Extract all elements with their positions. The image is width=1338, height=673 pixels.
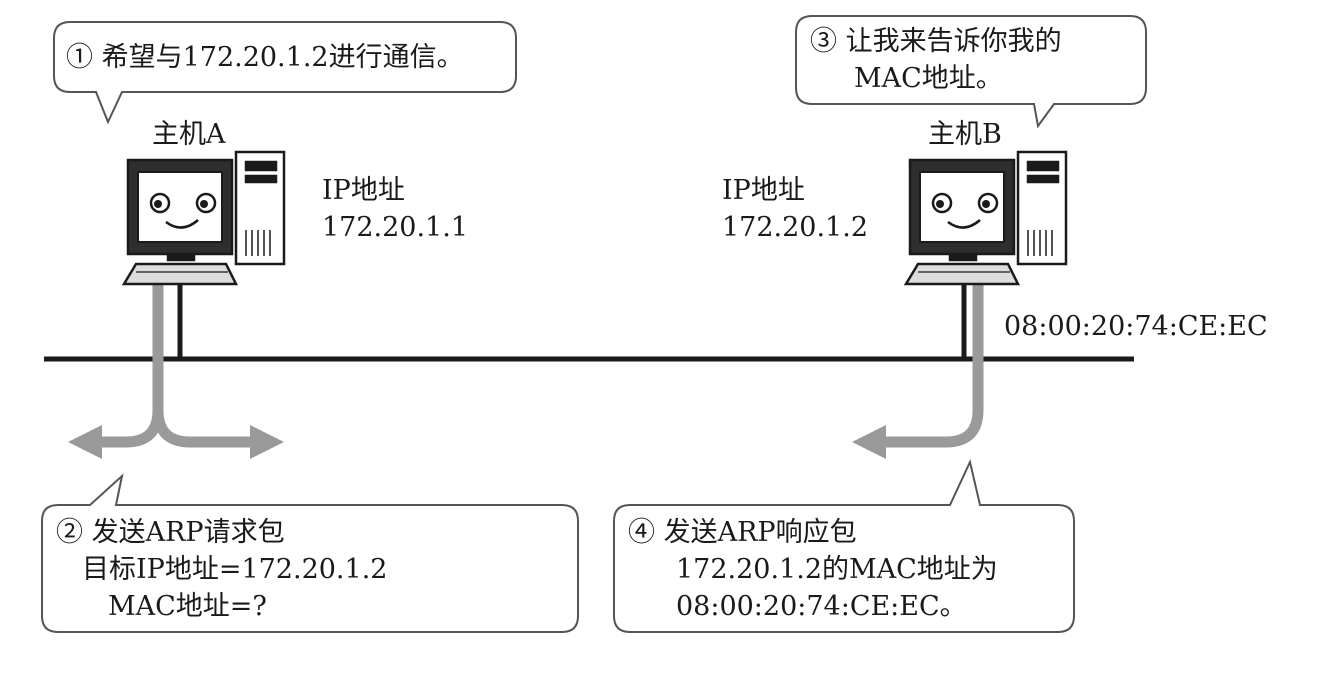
- arrow-head-left: [68, 425, 102, 459]
- bubble-4-line-3: 08:00:20:74:CE:EC。: [676, 591, 967, 622]
- bubble-3-line-1: ③ 让我来告诉你我的: [810, 26, 1062, 57]
- bubble-1-text: ① 希望与172.20.1.2进行通信。: [66, 42, 464, 73]
- host-a-ip-label: IP地址: [322, 175, 405, 206]
- arrow-head-right: [250, 425, 284, 459]
- host-b-mac: 08:00:20:74:CE:EC: [1004, 311, 1268, 342]
- bubble-3-outline: [795, 15, 1147, 129]
- bubble-2-line-3: MAC地址=?: [108, 591, 267, 622]
- arp-request-broadcast-arrow: [90, 276, 264, 448]
- host-b-computer: [903, 150, 1068, 286]
- bubble-2-line-1: ② 发送ARP请求包: [56, 517, 285, 548]
- bubble-2-line-2: 目标IP地址=172.20.1.2: [82, 554, 388, 585]
- bubble-4-text: ④ 发送ARP响应包 172.20.1.2的MAC地址为 08:00:20:74…: [628, 514, 998, 625]
- host-b-ip: IP地址 172.20.1.2: [722, 172, 868, 246]
- bubble-2-text: ② 发送ARP请求包 目标IP地址=172.20.1.2 MAC地址=?: [56, 514, 387, 625]
- bubble-2-outline: [41, 473, 579, 633]
- bubble-3-text: ③ 让我来告诉你我的 MAC地址。: [810, 23, 1062, 97]
- arp-reply-arrow: [876, 276, 984, 448]
- host-b-name: 主机B: [928, 119, 1002, 150]
- bubble-4-line-2: 172.20.1.2的MAC地址为: [676, 554, 998, 585]
- bubble-4-line-1: ④ 发送ARP响应包: [628, 517, 857, 548]
- host-a-ip-value: 172.20.1.1: [322, 212, 468, 243]
- host-a-name: 主机A: [152, 119, 226, 150]
- bubble-3-line-2: MAC地址。: [854, 63, 1003, 94]
- host-b-ip-label: IP地址: [722, 175, 805, 206]
- host-a-computer: [121, 150, 286, 286]
- arrow-head-reply: [852, 425, 886, 459]
- bubble-4-outline: [613, 458, 1075, 633]
- host-a-ip: IP地址 172.20.1.1: [322, 172, 468, 246]
- host-b-ip-value: 172.20.1.2: [722, 212, 868, 243]
- bubble-1-outline: [53, 21, 517, 125]
